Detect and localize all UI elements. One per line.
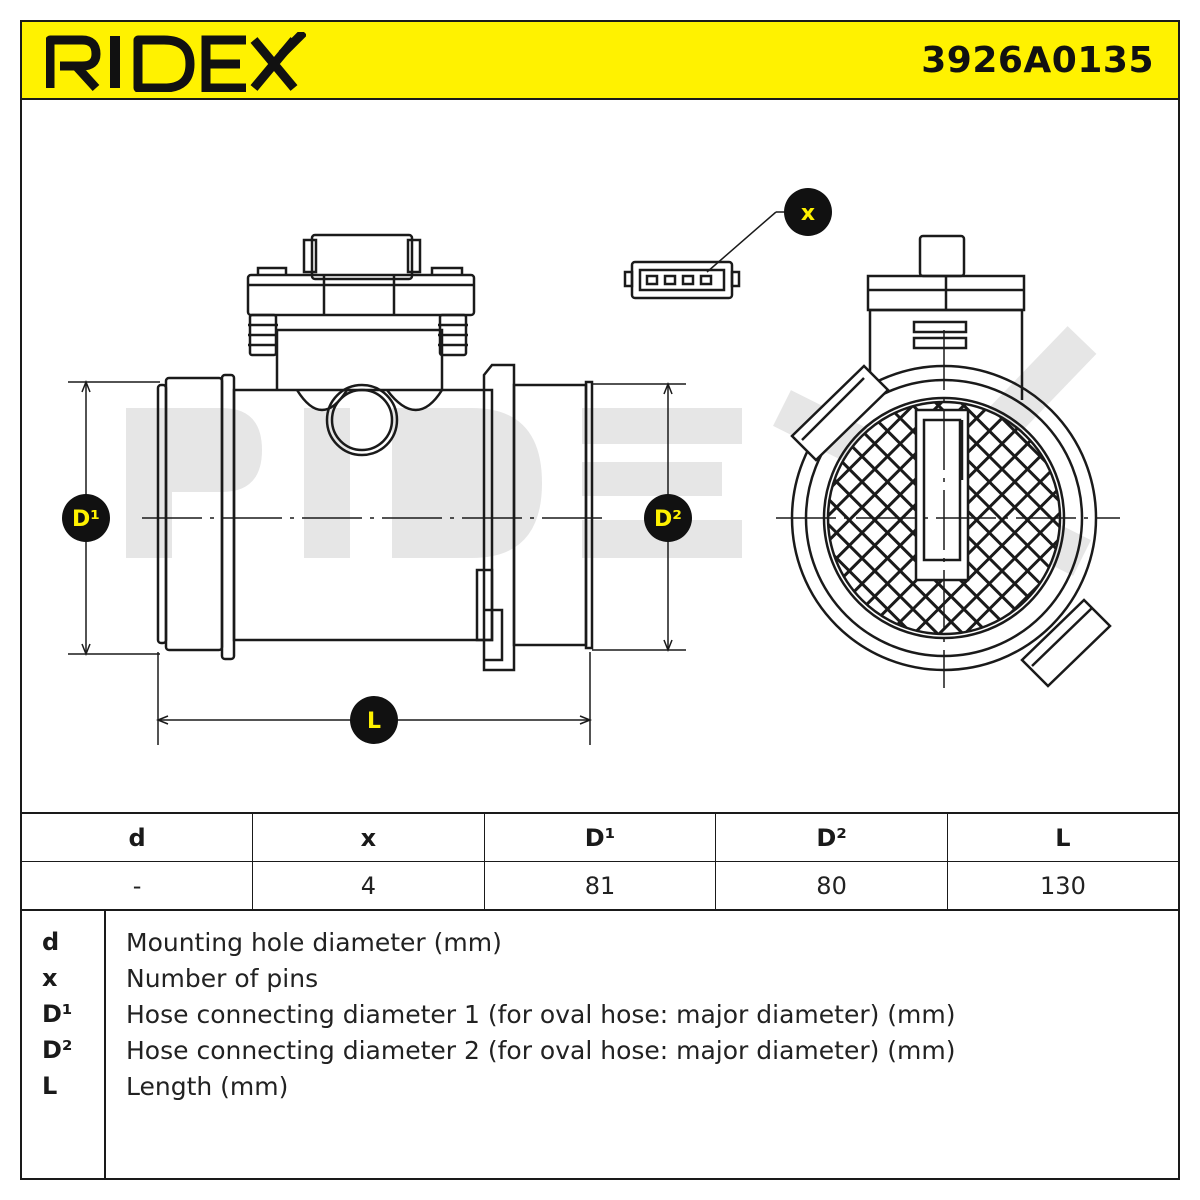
table-header-cell: L [946, 812, 1180, 862]
legend-item: D² Hose connecting diameter 2 (for oval … [22, 1036, 1178, 1072]
legend-divider [104, 910, 106, 1178]
l-label: L [367, 709, 381, 734]
legend-item: x Number of pins [22, 964, 1178, 1000]
legend-key: x [42, 964, 58, 992]
d2-badge [644, 494, 692, 542]
table-row: - 4 81 80 130 [20, 861, 1180, 911]
legend-key: D¹ [42, 1000, 73, 1028]
table-header-cell: D¹ [483, 812, 717, 862]
header-bar: 3926A0135 [20, 20, 1180, 100]
brand-logo [45, 28, 308, 93]
legend-desc: Mounting hole diameter (mm) [126, 928, 502, 957]
table-header-cell: d [20, 812, 254, 862]
x-label: x [801, 201, 815, 226]
legend-desc: Number of pins [126, 964, 319, 993]
legend-key: d [42, 928, 60, 956]
table-header-cell: x [252, 812, 485, 862]
x-badge [784, 188, 832, 236]
part-number: 3926A0135 [921, 40, 1154, 81]
connector-detail [623, 211, 804, 300]
table-cell: 130 [946, 861, 1180, 911]
table-cell: 81 [483, 861, 717, 911]
legend-key: D² [42, 1036, 73, 1064]
d1-badge [62, 494, 110, 542]
legend-desc: Hose connecting diameter 2 (for oval hos… [126, 1036, 956, 1065]
drawing-svg: D¹ D² L [62, 188, 1120, 745]
table-header-cell: D² [715, 812, 948, 862]
legend-key: L [42, 1072, 58, 1100]
legend-box: d Mounting hole diameter (mm) x Number o… [20, 910, 1180, 1180]
spec-table: d x D¹ D² L - 4 81 80 130 [20, 812, 1180, 911]
table-cell: 4 [252, 861, 485, 911]
legend-item: D¹ Hose connecting diameter 1 (for oval … [22, 1000, 1178, 1036]
l-badge [350, 696, 398, 744]
side-view [156, 233, 594, 672]
front-view [790, 234, 1112, 688]
legend-desc: Length (mm) [126, 1072, 289, 1101]
table-cell: 80 [715, 861, 948, 911]
d2-label: D² [654, 507, 682, 532]
legend-item: L Length (mm) [22, 1072, 1178, 1108]
legend-desc: Hose connecting diameter 1 (for oval hos… [126, 1000, 956, 1029]
technical-drawing: D¹ D² L [22, 100, 1178, 812]
table-header-row: d x D¹ D² L [20, 812, 1180, 862]
legend-item: d Mounting hole diameter (mm) [22, 928, 1178, 964]
table-cell: - [20, 861, 254, 911]
d1-label: D¹ [72, 507, 100, 532]
